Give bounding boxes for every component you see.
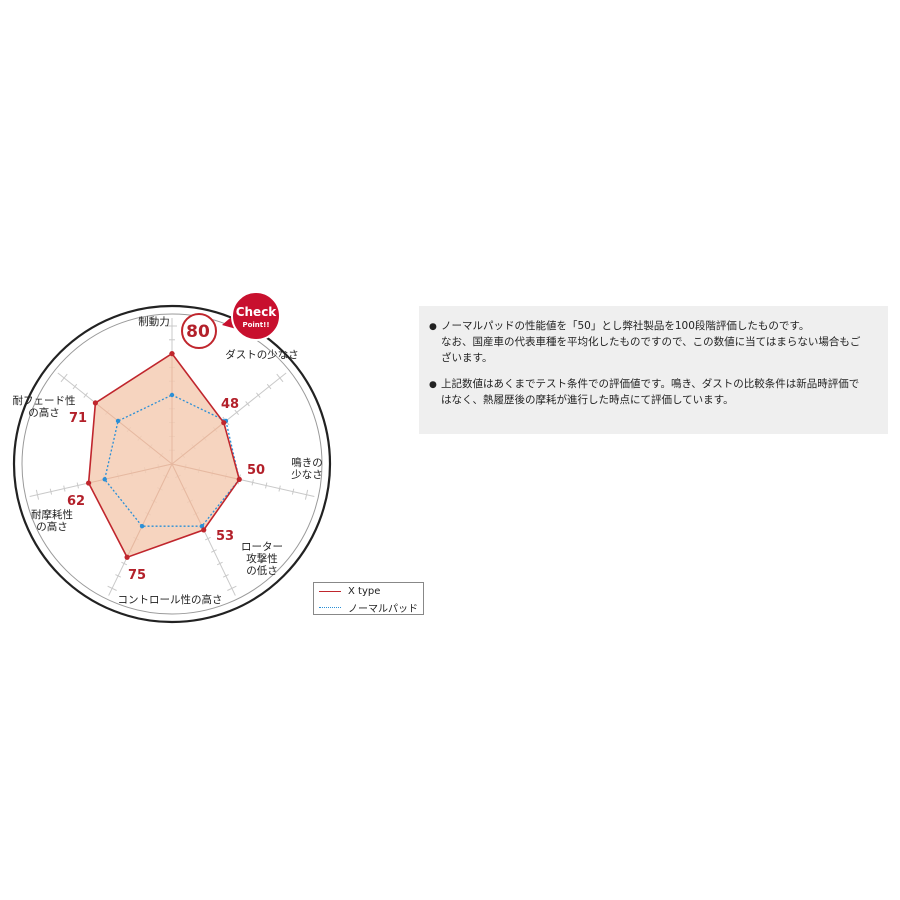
axis-tick [227,585,237,591]
legend-item-normal: ノーマルパッド [319,600,423,615]
axis-tick [234,409,239,416]
axis-tick [63,485,66,492]
axis-tick [266,383,272,390]
normal-pad-point [115,418,121,424]
axis-tick [245,401,250,407]
axis-tick [291,488,295,495]
badge-text-top: Check [236,305,278,319]
axis-label: 制動力 [138,315,170,328]
legend-swatch-normal [319,607,341,608]
x-type-point [201,527,207,533]
value-label: 75 [128,568,146,583]
bullet-icon: ● [429,322,437,332]
axis-label-line: コントロール性の高さ [118,593,223,606]
axis-tick [72,383,78,390]
normal-pad-point [169,392,175,398]
x-type-point [236,476,242,482]
axis-label-line: の低さ [246,564,278,577]
axis-tick [222,574,229,578]
axis-label: 耐摩耗性の高さ [31,508,73,533]
x-type-point [85,480,92,486]
axis-label-line: 鳴きの [291,456,323,469]
axis-spoke-overlay [171,422,225,465]
axis-label-line: ダストの少なさ [225,348,299,361]
x-type-point [221,420,227,426]
legend-label-normal: ノーマルパッド [348,604,418,615]
axis-label-line: 制動力 [138,315,170,328]
normal-pad-point [102,477,107,482]
axis-tick [121,561,128,566]
axis-spoke-overlay [171,463,240,480]
axis-tick [251,479,254,486]
axis-spoke-overlay [126,463,173,558]
axis-tick [49,488,53,495]
x-type-line [87,352,241,559]
note-text: ノーマルパッドの性能値を「50」とし弊社製品を100段階評価したものです。 なお… [441,320,861,364]
axis-label-line: 少なさ [291,469,323,481]
legend-label-x-type: X type [348,586,381,597]
axis-label-line: の高さ [28,406,60,419]
axis-label-line: 耐フェード性 [13,394,76,407]
badge-text-bottom: Point!! [242,321,269,329]
normal-pad-line [103,394,241,527]
radar-chart: 80 48 50 53 75 62 71 制動力ダストの少なさ鳴きの少なさローター攻撃性の低さ… [13,291,332,624]
value-label: 71 [69,411,87,426]
axis-tick [216,561,223,566]
x-type-point [124,554,130,560]
axis-label: 耐フェード性の高さ [13,394,76,419]
axis-tick [107,585,117,591]
note-item: ● 上記数値はあくまでテスト条件での評価値です。鳴き、ダストの比較条件は新品時評… [429,377,878,409]
legend-item-x-type: X type [319,584,423,599]
note-item: ● ノーマルパッドの性能値を「50」とし弊社製品を100段階評価したものです。 … [429,319,878,366]
axis-tick [83,392,88,398]
value-label: 80 [186,322,210,342]
value-label: 62 [67,494,85,509]
x-type-point [92,400,98,406]
axis-tick [76,482,79,489]
axis-label-line: の高さ [36,520,68,533]
axis-label: ダストの少なさ [225,348,299,361]
legend-swatch-x-type [319,591,341,592]
x-type-point [169,351,175,357]
axis-label: コントロール性の高さ [118,593,223,606]
chart-legend: X type ノーマルパッド [313,582,424,615]
check-point-badge [231,291,281,341]
axis-label-line: 攻撃性 [246,552,278,565]
axis-label: 鳴きの少なさ [291,456,323,481]
value-label: 53 [216,529,234,544]
axis-spoke-overlay [88,463,173,484]
axis-tick [205,536,211,541]
notes-panel: ● ノーマルパッドの性能値を「50」とし弊社製品を100段階評価したものです。 … [419,306,888,434]
axis-spoke-overlay [95,402,173,465]
axis-tick [210,549,217,553]
axis-label: ローター攻撃性の低さ [241,541,283,577]
note-text: 上記数値はあくまでテスト条件での評価値です。鳴き、ダストの比較条件は新品時評価で… [441,378,860,406]
axis-tick [278,485,281,492]
axis-tick [35,489,40,500]
axis-spoke-overlay [171,463,205,531]
axis-tick [60,373,68,383]
axis-label-line: ローター [241,541,283,553]
value-label: 50 [247,463,265,478]
axis-tick [276,373,284,383]
normal-pad-point [199,523,205,529]
value-highlight-circle [181,313,217,349]
value-label: 48 [221,397,239,412]
axis-tick [304,489,309,500]
bullet-icon: ● [429,380,437,391]
normal-pad-point [139,523,145,529]
axis-tick [115,574,122,578]
axis-tick [265,482,268,489]
axis-label-line: 耐摩耗性 [31,508,73,521]
axis-tick [256,392,261,398]
